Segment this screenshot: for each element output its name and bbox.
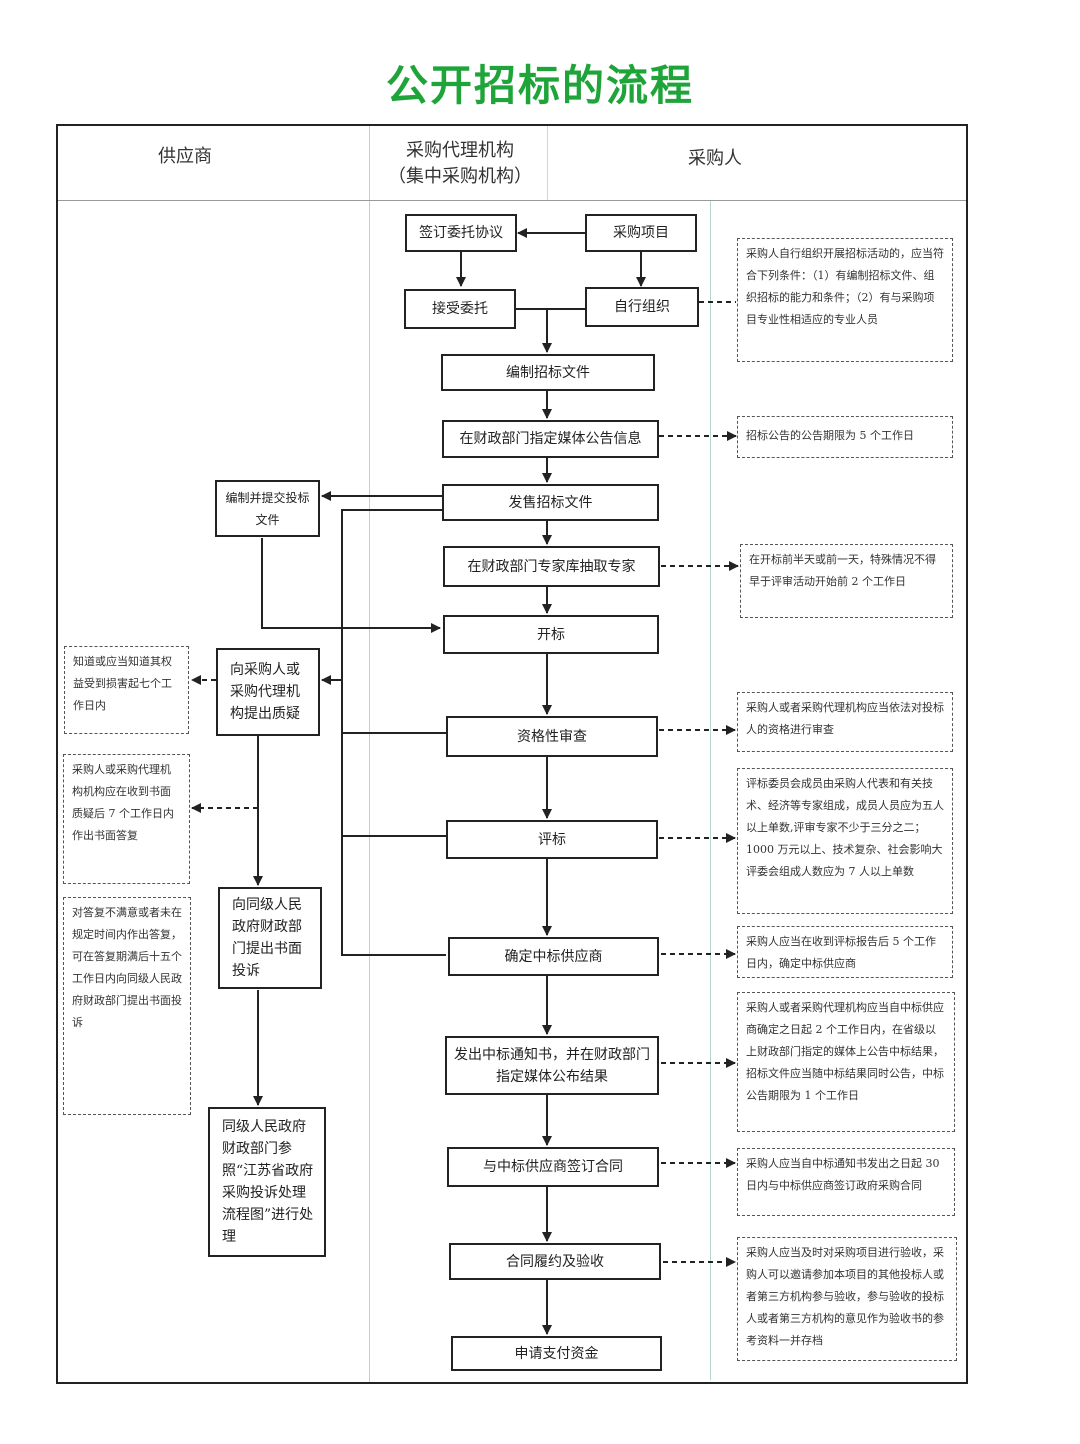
note-publish-result: 采购人或者采购代理机构应当自中标供应商确定之日起 2 个工作日内，在省级以上财政… (737, 992, 955, 1132)
box-qualification-review: 资格性审查 (446, 716, 658, 757)
note-determine-deadline: 采购人应当在收到评标报告后 5 个工作日内，确定中标供应商 (737, 926, 953, 978)
lane-divider-1 (369, 126, 370, 1382)
arrow-bid-open (261, 538, 441, 633)
box-bid-evaluation: 评标 (446, 820, 658, 859)
lane-supplier: 供应商 (158, 146, 212, 167)
note-reply-deadline: 采购人或采购代理机构机构应在收到书面质疑后 7 个工作日内作出书面答复 (63, 754, 190, 884)
note-self-organize: 采购人自行组织开展招标活动的，应当符合下列条件：（1）有编制招标文件、组织招标的… (737, 238, 953, 362)
box-apply-payment: 申请支付资金 (451, 1336, 662, 1371)
box-compile-documents: 编制招标文件 (441, 354, 655, 391)
box-finance-handling: 同级人民政府财政部门参照“江苏省政府采购投诉处理流程图”进行处理 (208, 1107, 326, 1257)
box-file-complaint: 向同级人民政府财政部门提出书面投诉 (218, 887, 322, 989)
box-bid-opening: 开标 (443, 615, 659, 654)
box-accept-entrustment: 接受委托 (404, 289, 516, 329)
box-raise-question: 向采购人或采购代理机构提出质疑 (216, 648, 320, 736)
box-determine-winner: 确定中标供应商 (448, 937, 659, 976)
box-self-organize: 自行组织 (585, 287, 699, 327)
lane-agency: 采购代理机构 （集中采购机构） (380, 138, 540, 190)
box-issue-notice: 发出中标通知书，并在财政部门指定媒体公布结果 (445, 1036, 659, 1095)
note-announce-period: 招标公告的公告期限为 5 个工作日 (737, 416, 953, 458)
note-expert-timing: 在开标前半天或前一天，特殊情况不得早于评审活动开始前 2 个工作日 (740, 544, 953, 618)
header-divider (58, 200, 966, 201)
note-qualification: 采购人或者采购代理机构应当依法对投标人的资格进行审查 (737, 692, 953, 752)
note-evaluation-committee: 评标委员会成员由采购人代表和有关技术、经济等专家组成，成员人员应为五人以上单数,… (737, 768, 953, 914)
lane-purchaser: 采购人 (688, 148, 742, 169)
note-complaint-deadline: 对答复不满意或者未在规定时间内作出答复，可在答复期满后十五个工作日内向同级人民政… (63, 897, 191, 1115)
box-purchase-project: 采购项目 (585, 214, 697, 252)
box-sell-documents: 发售招标文件 (442, 484, 659, 521)
lane-agency-line1: 采购代理机构 (406, 140, 514, 161)
note-contract-deadline: 采购人应当自中标通知书发出之日起 30 日内与中标供应商签订政府采购合同 (737, 1148, 955, 1216)
lane-agency-line2: （集中采购机构） (388, 166, 532, 187)
box-prepare-bid: 编制并提交投标文件 (215, 480, 320, 537)
flowchart-frame (56, 124, 968, 1384)
box-sign-contract: 与中标供应商签订合同 (447, 1147, 659, 1187)
lane-divider-2 (710, 200, 711, 1380)
box-sign-agreement: 签订委托协议 (405, 214, 517, 252)
box-draw-experts: 在财政部门专家库抽取专家 (443, 546, 660, 587)
lane-divider-header (547, 126, 548, 200)
note-acceptance: 采购人应当及时对采购项目进行验收，采购人可以邀请参加本项目的其他投标人或者第三方… (737, 1237, 957, 1361)
note-question-deadline: 知道或应当知道其权益受到损害起七个工作日内 (64, 646, 189, 734)
box-performance-acceptance: 合同履约及验收 (449, 1243, 661, 1280)
box-announce-media: 在财政部门指定媒体公告信息 (442, 420, 659, 458)
page-title: 公开招标的流程 (385, 61, 694, 110)
